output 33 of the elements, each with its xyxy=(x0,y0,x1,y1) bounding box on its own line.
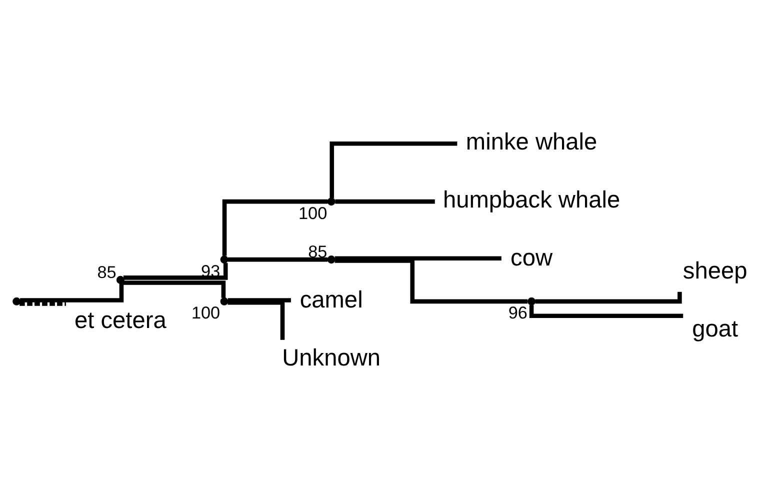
node-text: sheep xyxy=(682,258,748,284)
node-label: 100 xyxy=(298,202,328,222)
node-point xyxy=(327,197,336,206)
connector xyxy=(334,256,502,260)
node-text: camel xyxy=(300,286,363,313)
node-text: minke whale xyxy=(466,129,598,156)
node-label: 85 xyxy=(97,261,116,282)
node-text: Unknown xyxy=(282,344,381,371)
node-label: 85 xyxy=(308,240,328,261)
node-point xyxy=(327,255,336,264)
node-point xyxy=(116,275,124,284)
connector xyxy=(228,300,285,340)
node-text: et cetera xyxy=(74,307,166,334)
node-point xyxy=(528,296,536,305)
connector xyxy=(228,298,291,302)
connector xyxy=(122,280,226,298)
connector xyxy=(330,140,458,198)
connector xyxy=(20,301,66,306)
connector xyxy=(20,282,124,302)
node-label: 96 xyxy=(508,302,528,322)
connector xyxy=(222,198,328,256)
node-text: cow xyxy=(510,245,553,272)
connector xyxy=(334,258,528,304)
node-point xyxy=(12,296,21,305)
connector xyxy=(335,198,435,204)
connector xyxy=(123,262,228,280)
node-text: humpback whale xyxy=(442,187,620,214)
node-point xyxy=(220,255,228,264)
connector xyxy=(228,256,328,262)
connector xyxy=(529,304,684,318)
node-label: 100 xyxy=(191,302,220,322)
node-text: goat xyxy=(692,316,738,342)
node-point xyxy=(220,296,228,305)
